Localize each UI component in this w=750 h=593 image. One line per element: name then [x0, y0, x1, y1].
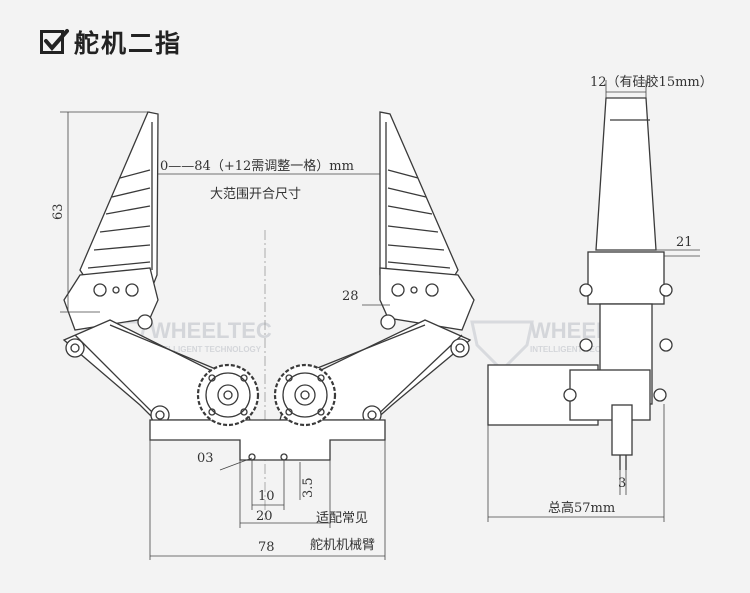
side-dimensions [487, 80, 700, 522]
dim-03: 03 [197, 451, 214, 466]
side-21-label: 21 [676, 235, 693, 250]
page-title: 舵机二指 [74, 29, 183, 58]
right-gear [273, 363, 337, 427]
front-dimensions [60, 111, 390, 560]
left-gear [196, 363, 260, 427]
note-line2: 舵机机械臂 [310, 538, 375, 553]
dim-opening-caption: 大范围开合尺寸 [210, 187, 301, 202]
header: 舵机二指 [40, 24, 182, 60]
dim-63: 63 [51, 203, 66, 220]
check-square-icon [40, 29, 69, 54]
dim-28: 28 [342, 289, 359, 304]
base-plate [149, 419, 386, 461]
side-link [587, 251, 665, 305]
front-view [62, 111, 475, 520]
left-finger-ribs [87, 169, 151, 269]
front-dimension-labels: 63 0——84（+12需调整一格）mm 大范围开合尺寸 28 03 3.5 1… [51, 158, 375, 555]
right-finger-ribs [387, 169, 451, 269]
side-dimension-labels: 12（有硅胶15mm） 21 3 总高57mm [548, 74, 713, 516]
note-line1: 适配常见 [316, 511, 368, 526]
dim-10: 10 [258, 489, 275, 504]
side-top-label: 12（有硅胶15mm） [590, 74, 713, 90]
dim-20: 20 [256, 509, 273, 524]
dim-opening-range: 0——84（+12需调整一格）mm [160, 158, 354, 174]
side-total-label: 总高57mm [548, 500, 615, 516]
dim-3-5: 3.5 [301, 477, 316, 498]
watermark-brand-left: WHEELTEC [150, 318, 272, 343]
dim-78: 78 [258, 540, 275, 555]
side-finger [595, 97, 657, 251]
right-link [379, 267, 475, 331]
watermark-sub-left: INTELLIGENT TECHNOLOGY [150, 345, 262, 354]
side-3-label: 3 [618, 476, 626, 491]
side-view [487, 97, 673, 470]
